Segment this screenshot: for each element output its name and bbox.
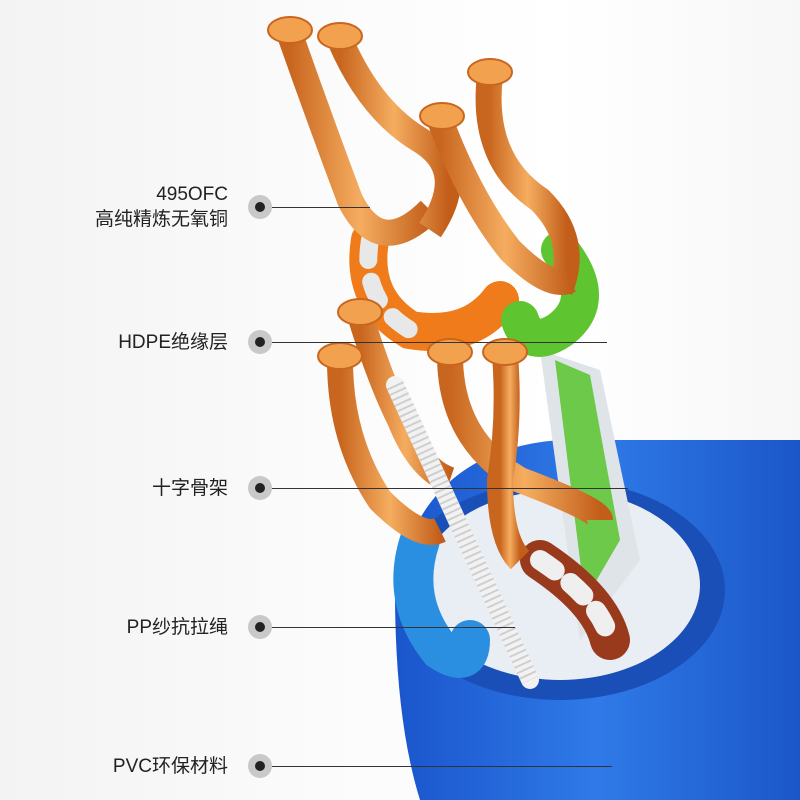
callout-line <box>272 627 515 628</box>
callout-line <box>272 207 370 208</box>
callout-dot-icon <box>248 330 272 354</box>
callout-dot-icon <box>248 195 272 219</box>
callout-title: PP纱抗拉绳 <box>126 617 228 638</box>
callout-title: 495OFC <box>156 184 228 205</box>
callout-dot-icon <box>248 754 272 778</box>
copper-ends <box>267 16 528 370</box>
callout-subtitle: 高纯精炼无氧铜 <box>94 209 228 230</box>
callout-title: 十字骨架 <box>151 478 228 499</box>
cross-separator <box>540 350 640 640</box>
callout-line <box>272 488 628 489</box>
callout-title: HDPE绝缘层 <box>118 332 228 353</box>
insulated-pairs <box>349 221 630 678</box>
callout-title: PVC环保材料 <box>112 756 228 777</box>
callout-line <box>272 342 607 343</box>
callout-dot-icon <box>248 615 272 639</box>
copper-conductors <box>277 30 613 570</box>
callout-dot-icon <box>248 476 272 500</box>
callout-line <box>272 766 612 767</box>
